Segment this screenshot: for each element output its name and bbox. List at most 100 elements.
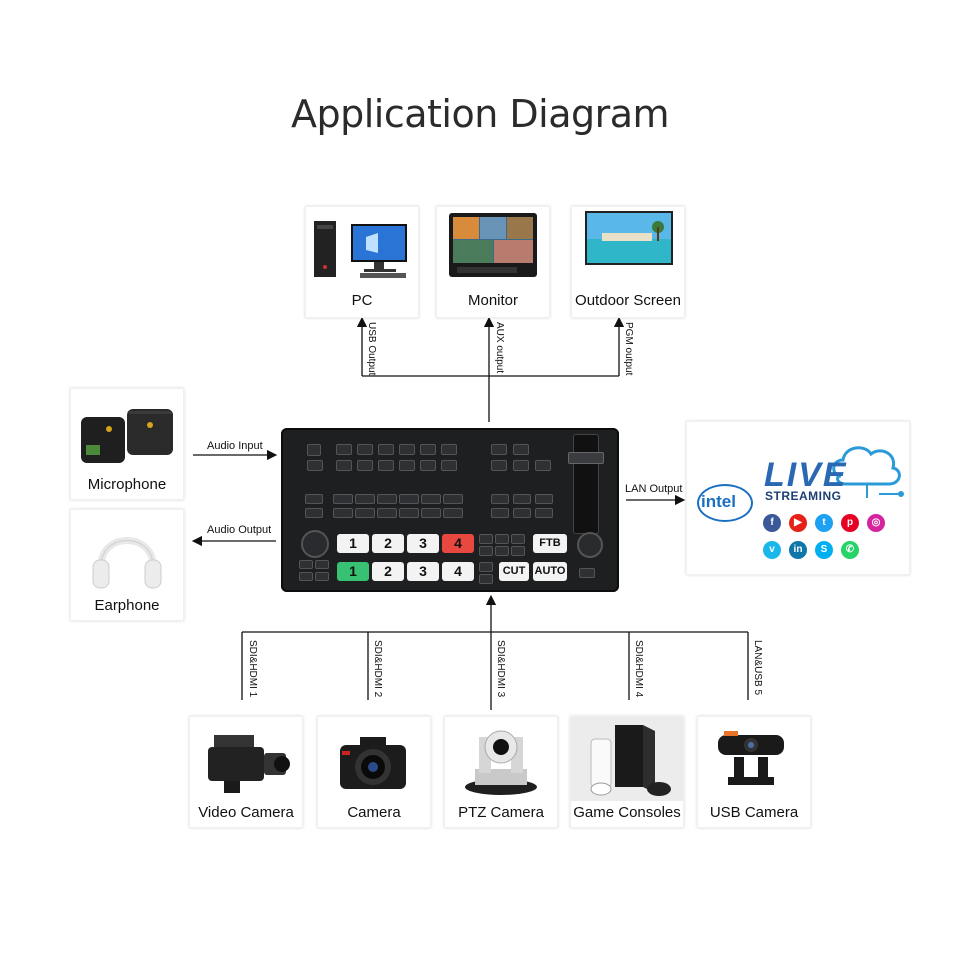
small-key[interactable]	[333, 508, 353, 518]
small-key[interactable]	[441, 444, 457, 455]
small-key[interactable]	[535, 460, 551, 471]
preview-key-4[interactable]: 4	[442, 534, 474, 553]
microphone-label: Microphone	[87, 476, 167, 493]
youtube-icon: ▶	[789, 514, 807, 532]
outdoor-screen-label: Outdoor Screen	[575, 292, 681, 309]
logo-button[interactable]	[307, 444, 321, 456]
small-key[interactable]	[333, 494, 353, 504]
small-key[interactable]	[357, 460, 373, 471]
small-key[interactable]	[491, 494, 509, 504]
small-key[interactable]	[511, 546, 525, 556]
small-key[interactable]	[357, 444, 373, 455]
small-key[interactable]	[491, 508, 509, 518]
small-key[interactable]	[579, 568, 595, 578]
small-key[interactable]	[535, 508, 553, 518]
camera-icon	[340, 737, 406, 789]
microphone-card: Microphone	[70, 388, 184, 500]
small-key[interactable]	[443, 508, 463, 518]
cloud-network-icon	[832, 446, 904, 498]
cut-button[interactable]: CUT	[499, 562, 529, 581]
small-key[interactable]	[513, 508, 531, 518]
live-title: LIVE	[764, 456, 848, 494]
small-key[interactable]	[491, 460, 507, 471]
small-key[interactable]	[513, 444, 529, 455]
input-3-label: SDI&HDMI 3	[495, 640, 506, 698]
input-1-label: SDI&HDMI 1	[247, 640, 258, 698]
page-title: Application Diagram	[290, 92, 670, 136]
camera-label: Camera	[347, 804, 401, 821]
small-key[interactable]	[336, 444, 352, 455]
usb-camera-label: USB Camera	[709, 804, 799, 821]
vimeo-icon: v	[763, 541, 781, 559]
small-key[interactable]	[479, 562, 493, 572]
small-key[interactable]	[399, 508, 419, 518]
pc-label: PC	[351, 292, 373, 309]
small-key[interactable]	[305, 508, 323, 518]
small-key[interactable]	[441, 460, 457, 471]
small-key[interactable]	[355, 494, 375, 504]
ptz-camera-label: PTZ Camera	[458, 804, 544, 821]
small-key[interactable]	[315, 560, 329, 569]
video-camera-label: Video Camera	[198, 804, 294, 821]
pc-icon	[314, 221, 407, 278]
small-key[interactable]	[535, 494, 553, 504]
small-key[interactable]	[299, 572, 313, 581]
small-key[interactable]	[421, 494, 441, 504]
joystick-knob[interactable]	[301, 530, 329, 558]
small-key[interactable]	[443, 494, 463, 504]
small-key[interactable]	[399, 460, 415, 471]
program-key-1[interactable]: 1	[337, 562, 369, 581]
webcam-icon	[718, 731, 784, 785]
lan-output-label: LAN Output	[625, 483, 683, 495]
small-key[interactable]	[315, 572, 329, 581]
preview-key-1[interactable]: 1	[337, 534, 369, 553]
small-key[interactable]	[479, 546, 493, 556]
program-key-2[interactable]: 2	[372, 562, 404, 581]
small-key[interactable]	[420, 444, 436, 455]
small-key[interactable]	[378, 460, 394, 471]
rotary-knob[interactable]	[577, 532, 603, 558]
small-key[interactable]	[336, 460, 352, 471]
intel-logo: intel	[701, 492, 736, 511]
small-key[interactable]	[479, 574, 493, 584]
auto-button[interactable]: AUTO	[533, 562, 567, 581]
camera-card: Camera	[317, 716, 431, 828]
ftb-button[interactable]: FTB	[533, 534, 567, 553]
program-key-4[interactable]: 4	[442, 562, 474, 581]
small-key[interactable]	[377, 494, 397, 504]
t-bar-handle[interactable]	[568, 452, 604, 464]
pinterest-icon: p	[841, 514, 859, 532]
game-console-icon	[571, 717, 683, 801]
preview-key-2[interactable]: 2	[372, 534, 404, 553]
small-key[interactable]	[495, 546, 509, 556]
pgm-output-label: PGM output	[623, 322, 634, 376]
small-key[interactable]	[513, 460, 529, 471]
small-key[interactable]	[399, 444, 415, 455]
preview-key-3[interactable]: 3	[407, 534, 439, 553]
small-key[interactable]	[399, 494, 419, 504]
audio-input-label: Audio Input	[207, 440, 263, 452]
input-4-label: SDI&HDMI 4	[633, 640, 644, 698]
small-key[interactable]	[355, 508, 375, 518]
earphone-card: Earphone	[70, 509, 184, 621]
small-key[interactable]	[299, 560, 313, 569]
small-key[interactable]	[378, 444, 394, 455]
small-key[interactable]	[479, 534, 493, 544]
small-key[interactable]	[495, 534, 509, 544]
instagram-icon: ◎	[867, 514, 885, 532]
small-key[interactable]	[491, 444, 507, 455]
small-key[interactable]	[513, 494, 531, 504]
small-key[interactable]	[305, 494, 323, 504]
program-key-3[interactable]: 3	[407, 562, 439, 581]
small-key[interactable]	[307, 460, 323, 471]
small-key[interactable]	[511, 534, 525, 544]
small-key[interactable]	[377, 508, 397, 518]
small-key[interactable]	[421, 508, 441, 518]
earphone-label: Earphone	[94, 597, 160, 614]
video-camera-card: Video Camera	[189, 716, 303, 828]
input-5-label: LAN&USB 5	[752, 640, 763, 696]
small-key[interactable]	[420, 460, 436, 471]
pc-card: PC	[305, 206, 419, 318]
